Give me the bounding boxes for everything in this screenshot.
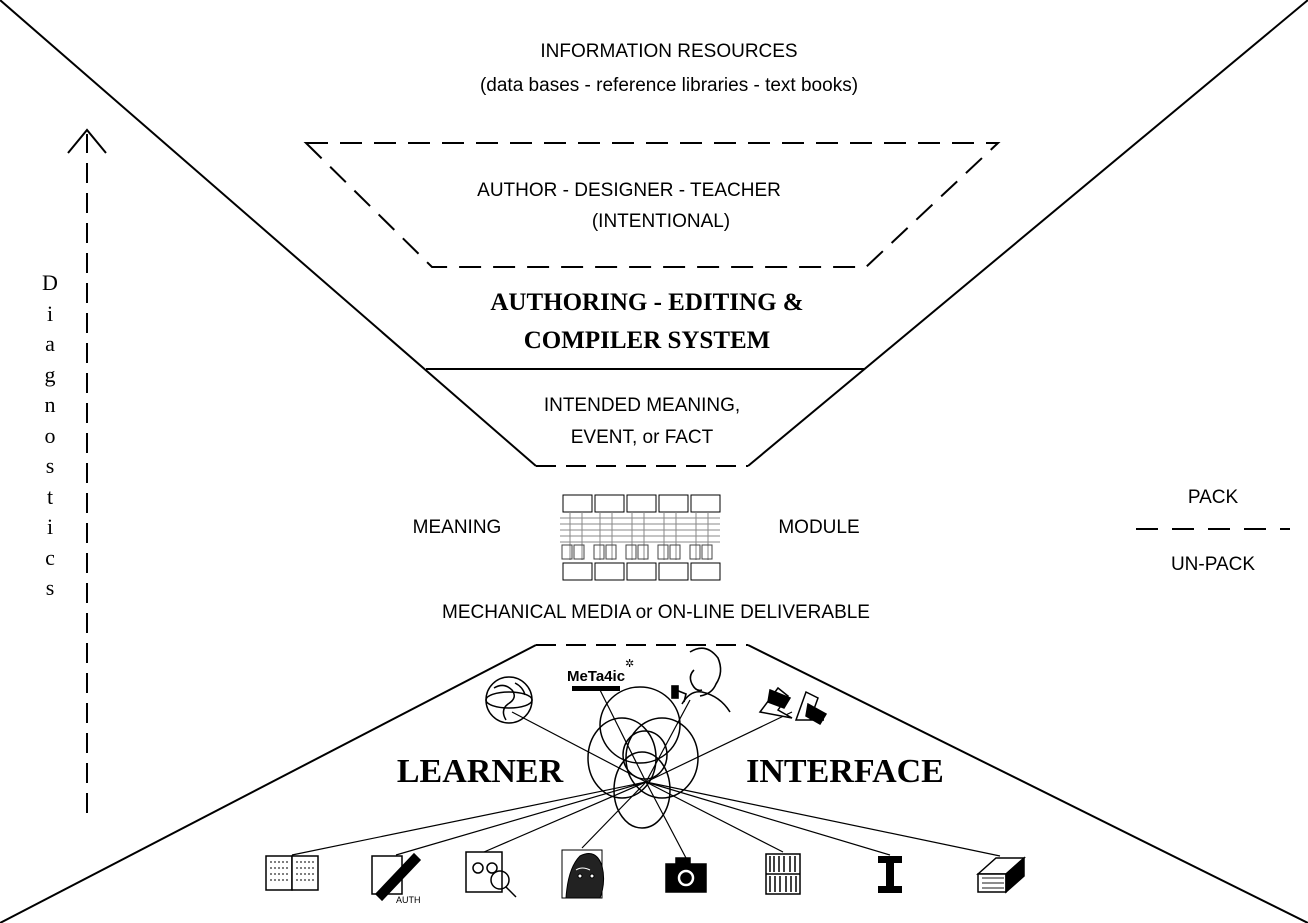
connector-ray [511, 711, 647, 783]
globe-icon [485, 676, 533, 724]
connector-ray [645, 781, 891, 856]
diagnostics-letter: o [44, 422, 56, 448]
bottom-line-left [0, 644, 537, 923]
connector-ray [483, 781, 647, 853]
pack-label: PACK [1187, 487, 1239, 508]
face-magnifier-icon [465, 851, 517, 898]
diagnostics-letter: i [46, 514, 54, 539]
connector-ray [645, 781, 687, 859]
face-portrait-icon [561, 849, 605, 899]
x-line-right [747, 0, 1308, 467]
diagnostics-letter: t [46, 483, 54, 509]
media-label: MECHANICAL MEDIA or ON-LINE DELIVERABLE [442, 602, 870, 623]
info-resources-subtitle: (data bases - reference libraries - text… [479, 75, 859, 96]
scroll-pen-icon: AUTH [371, 852, 422, 905]
author-trapezoid [303, 142, 1001, 268]
text-cursor-icon [878, 856, 902, 893]
camera-icon [665, 857, 707, 893]
connector-ray [599, 689, 647, 783]
x-line-left [0, 0, 537, 467]
diagnostics-arrowhead [67, 128, 107, 154]
info-resources-title: INFORMATION RESOURCES [540, 41, 798, 62]
arrows-icon [758, 686, 828, 726]
system-line2: COMPILER SYSTEM [523, 327, 771, 354]
connector-ray [581, 781, 647, 849]
diagnostics-letter: s [45, 453, 55, 478]
unpack-label: UN-PACK [1170, 554, 1256, 575]
diagnostics-letter: i [46, 300, 54, 326]
bottom-line-right [747, 644, 1308, 923]
connector-ray [645, 781, 784, 853]
open-book-icon [265, 855, 319, 891]
system-line1: AUTHORING - EDITING & [490, 289, 804, 316]
closed-book-icon [976, 856, 1026, 894]
metaphor-logo-icon: MeTa4ic ✲ [567, 658, 634, 691]
connector-ray [645, 781, 1001, 857]
connector-ray [645, 711, 793, 783]
diagnostics-letter: D [42, 270, 58, 295]
bookshelf-icon [765, 853, 801, 895]
intended-line1: INTENDED MEANING, [543, 395, 741, 416]
author-line2: (INTENTIONAL) [591, 211, 731, 232]
diagnostics-letter: c [45, 544, 55, 570]
metaphor-logo-text: MeTa4ic [567, 668, 625, 685]
meaning-module-icon [560, 494, 721, 581]
diagnostics-letter: s [45, 575, 55, 600]
svg-text:AUTH: AUTH [396, 895, 421, 905]
svg-text:✲: ✲ [625, 658, 634, 670]
venn-flower-icon [587, 686, 699, 829]
diagnostics-letter: n [44, 392, 56, 417]
connector-ray [291, 781, 647, 856]
intended-line2: EVENT, or FACT [570, 427, 714, 448]
module-label: MODULE [778, 517, 860, 538]
learner-label: LEARNER [396, 753, 564, 790]
meaning-label: MEANING [412, 517, 502, 538]
thinker-portrait-icon [671, 647, 731, 713]
diagnostics-letter: a [45, 331, 55, 356]
connector-ray [395, 781, 647, 856]
diagnostics-letter: g [44, 361, 56, 387]
author-line1: AUTHOR - DESIGNER - TEACHER [477, 180, 781, 201]
connector-ray [645, 699, 691, 783]
interface-label: INTERFACE [746, 753, 944, 790]
